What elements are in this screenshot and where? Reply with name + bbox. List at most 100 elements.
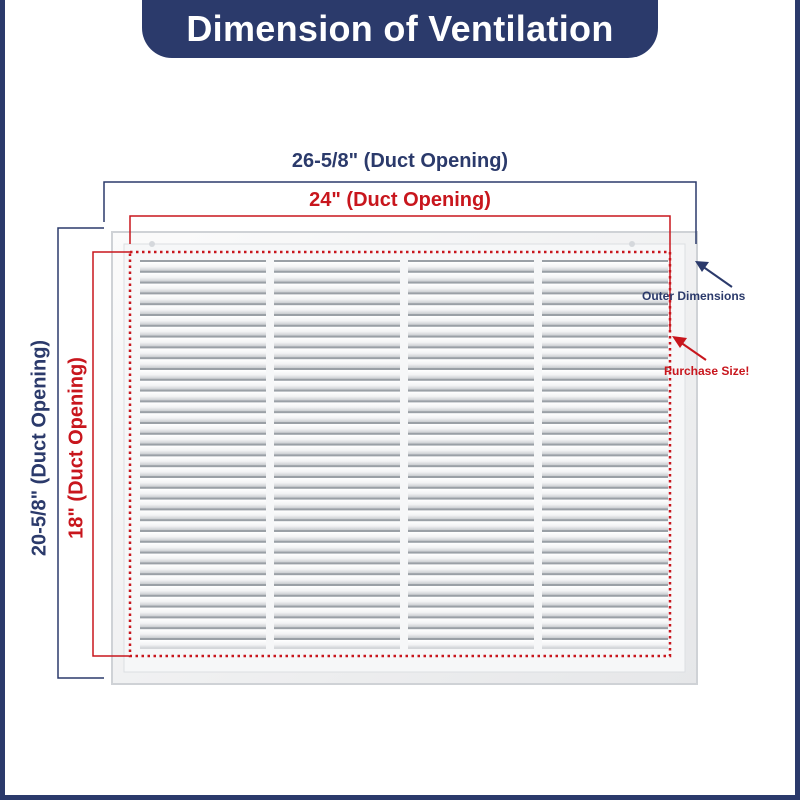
louver-slat	[140, 359, 266, 368]
louver-slat	[542, 359, 668, 368]
louver-slat	[140, 488, 266, 498]
louver-slat	[140, 445, 266, 455]
louver-slat	[542, 370, 668, 379]
louver-slat	[140, 262, 266, 271]
louver-slat	[274, 262, 400, 271]
louver-slat	[542, 272, 668, 282]
louver-slat	[140, 348, 266, 358]
louver-slat	[274, 294, 400, 304]
louver-slat	[140, 294, 266, 304]
louver-slat	[408, 391, 534, 401]
louver-slat	[274, 488, 400, 498]
louver-slat	[274, 510, 400, 520]
duct-dimension-lines	[92, 215, 671, 657]
louver-slat	[140, 575, 266, 584]
louver-slat	[542, 478, 668, 487]
louver-slat	[274, 326, 400, 336]
louver-slat	[274, 424, 400, 433]
louver-slat	[408, 542, 534, 552]
louver-slat	[140, 283, 266, 293]
louver-slat	[408, 305, 534, 314]
louver-slat	[408, 510, 534, 520]
outer-dimensions-arrow	[695, 261, 733, 288]
louver-slat	[140, 521, 266, 530]
louver-slat	[408, 596, 534, 606]
outer-height-label: 20-5/8" (Duct Opening)	[28, 339, 51, 557]
louver-slat	[140, 478, 266, 487]
louver-slat	[140, 391, 266, 401]
louver-slat	[542, 283, 668, 293]
louver-slat	[542, 434, 668, 444]
louver-slat	[274, 532, 400, 541]
louver-slat	[140, 542, 266, 552]
louver-slat	[408, 521, 534, 530]
louver-slat	[140, 510, 266, 520]
louver-slat	[140, 532, 266, 541]
louver-slat	[542, 294, 668, 304]
louver-slat	[542, 618, 668, 628]
louver-slat	[408, 402, 534, 412]
louver-slat	[542, 596, 668, 606]
louver-slat	[140, 553, 266, 563]
louver-slat	[408, 618, 534, 628]
louver-slat	[542, 380, 668, 390]
louver-slat	[408, 316, 534, 325]
louver-slat	[140, 272, 266, 282]
louver-slat	[274, 337, 400, 347]
louver-slat	[274, 564, 400, 574]
louver-slat	[274, 499, 400, 509]
duct-height-line	[92, 251, 130, 657]
louver-slat	[408, 575, 534, 584]
louver-slat	[274, 521, 400, 530]
louver-slat	[274, 640, 400, 649]
louver-slat	[274, 359, 400, 368]
louver-slat	[542, 542, 668, 552]
louver-slat	[408, 640, 534, 649]
louver-slat	[140, 499, 266, 509]
louver-slat	[408, 424, 534, 433]
louver-slat	[542, 532, 668, 541]
louver-slat	[274, 283, 400, 293]
louver-slat	[140, 370, 266, 379]
louver-slat	[408, 348, 534, 358]
louver-slat	[542, 402, 668, 412]
louver-slat	[274, 618, 400, 628]
louver-slat	[274, 434, 400, 444]
louver-slat	[408, 499, 534, 509]
louver-slat	[140, 434, 266, 444]
louver-slat	[274, 629, 400, 638]
outer-dimensions-label: Outer Dimensions	[642, 289, 746, 303]
louver-slat	[140, 607, 266, 617]
louver-slat	[140, 618, 266, 628]
louver-slat	[408, 380, 534, 390]
louver-slat	[408, 607, 534, 617]
louver-slat	[408, 359, 534, 368]
louver-slat	[542, 391, 668, 401]
louver-slat	[542, 326, 668, 336]
louver-slat	[274, 467, 400, 476]
page-title: Dimension of Ventilation	[186, 8, 614, 49]
louver-slat	[140, 564, 266, 574]
louver-slat	[408, 445, 534, 455]
louver-slat	[274, 370, 400, 379]
louver-slat	[140, 413, 266, 422]
louver-slat	[140, 380, 266, 390]
louver-slat	[408, 326, 534, 336]
louver-slat	[274, 391, 400, 401]
louver-slat	[408, 553, 534, 563]
louver-slat	[140, 586, 266, 595]
louver-slat	[408, 413, 534, 422]
louver-slat	[408, 456, 534, 466]
duct-width-label: 24" (Duct Opening)	[309, 189, 491, 211]
louver-slat	[542, 488, 668, 498]
louver-slat	[542, 499, 668, 509]
louver-slat	[140, 402, 266, 412]
louver-slat	[140, 456, 266, 466]
louver-slat	[274, 272, 400, 282]
louver-slat	[542, 337, 668, 347]
louver-slat	[140, 424, 266, 433]
louver-slat	[542, 467, 668, 476]
louver-slat	[140, 629, 266, 638]
